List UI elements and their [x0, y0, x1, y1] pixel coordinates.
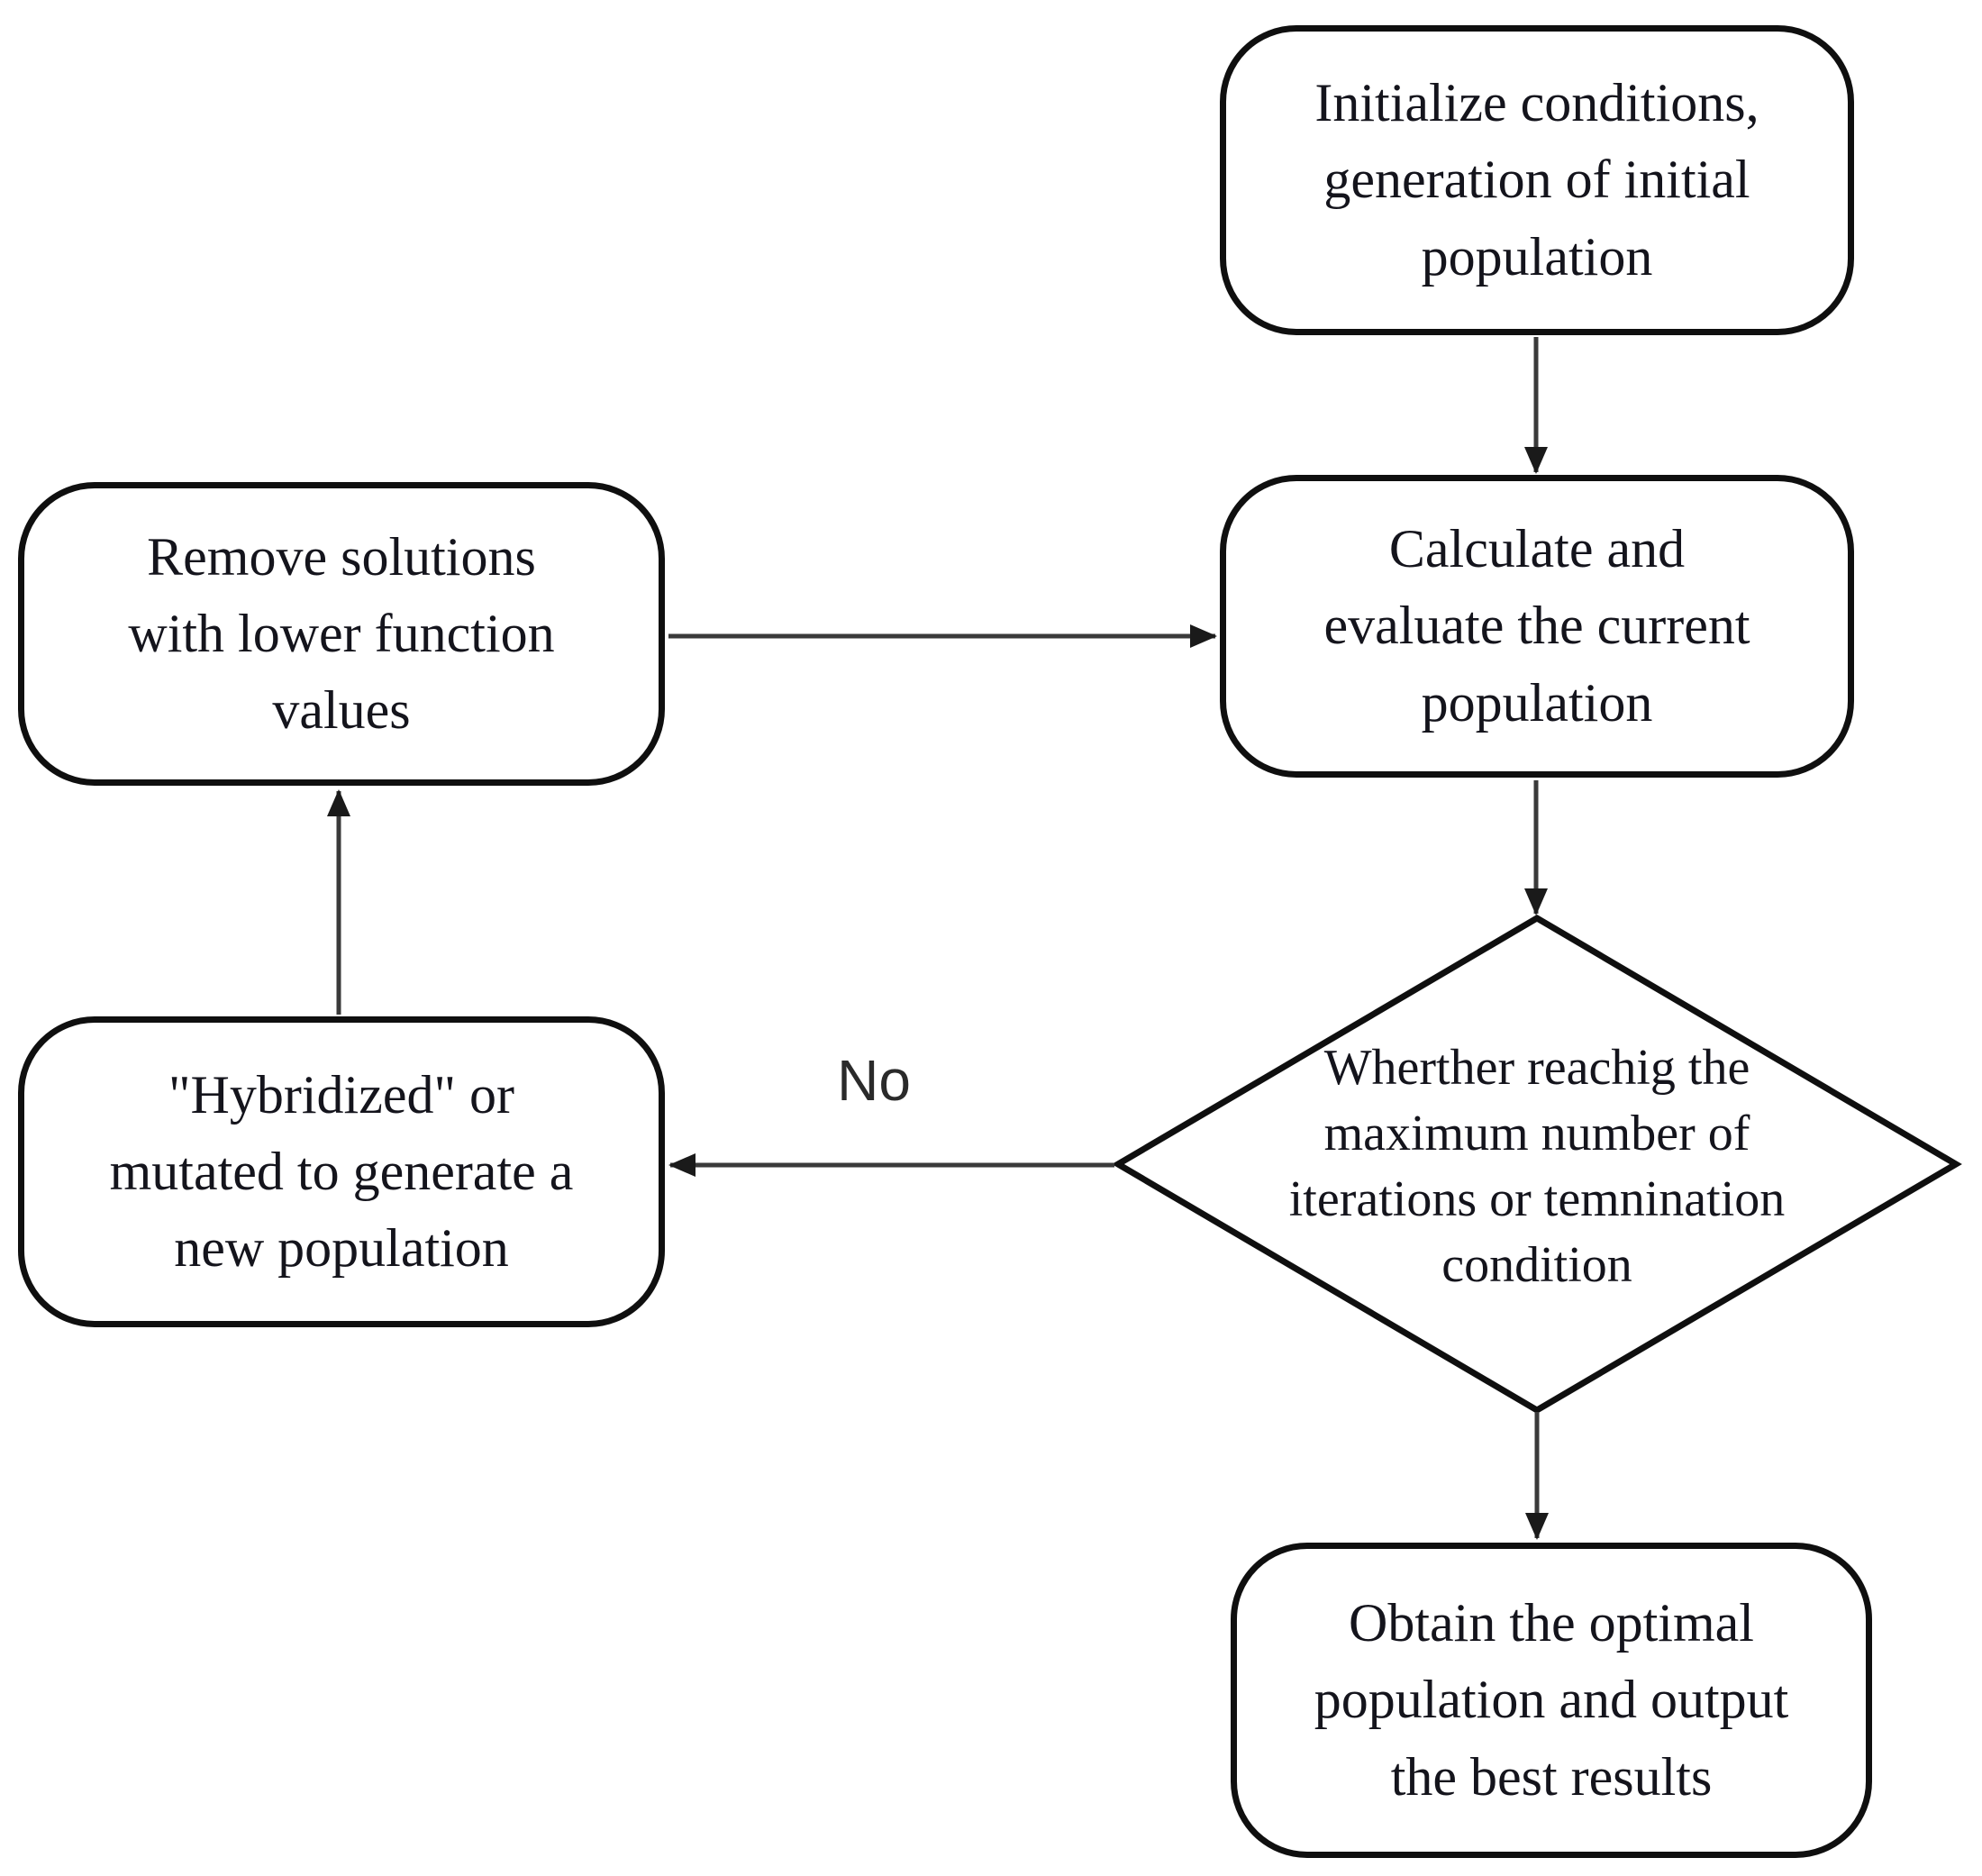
node-remove-label: Remove solutions with lower function val… — [128, 526, 555, 741]
node-remove: Remove solutions with lower function val… — [18, 482, 665, 786]
node-hybridize: "Hybridized" or mutated to generate a ne… — [18, 1016, 665, 1327]
node-obtain-label: Obtain the optimal population and output… — [1314, 1593, 1789, 1807]
edge-label-no: No — [837, 1048, 911, 1113]
decision-diamond-shape — [1112, 914, 1962, 1415]
node-hybridize-label: "Hybridized" or mutated to generate a ne… — [109, 1064, 574, 1279]
decision-diamond-label: Wherther reachig the maximum number of i… — [1288, 1040, 1786, 1293]
node-calculate: Calculate and evaluate the current popul… — [1220, 475, 1854, 778]
node-initialize-label: Initialize conditions, generation of ini… — [1314, 73, 1759, 287]
node-initialize: Initialize conditions, generation of ini… — [1220, 25, 1854, 335]
node-obtain: Obtain the optimal population and output… — [1231, 1543, 1872, 1858]
node-calculate-label: Calculate and evaluate the current popul… — [1323, 519, 1750, 733]
